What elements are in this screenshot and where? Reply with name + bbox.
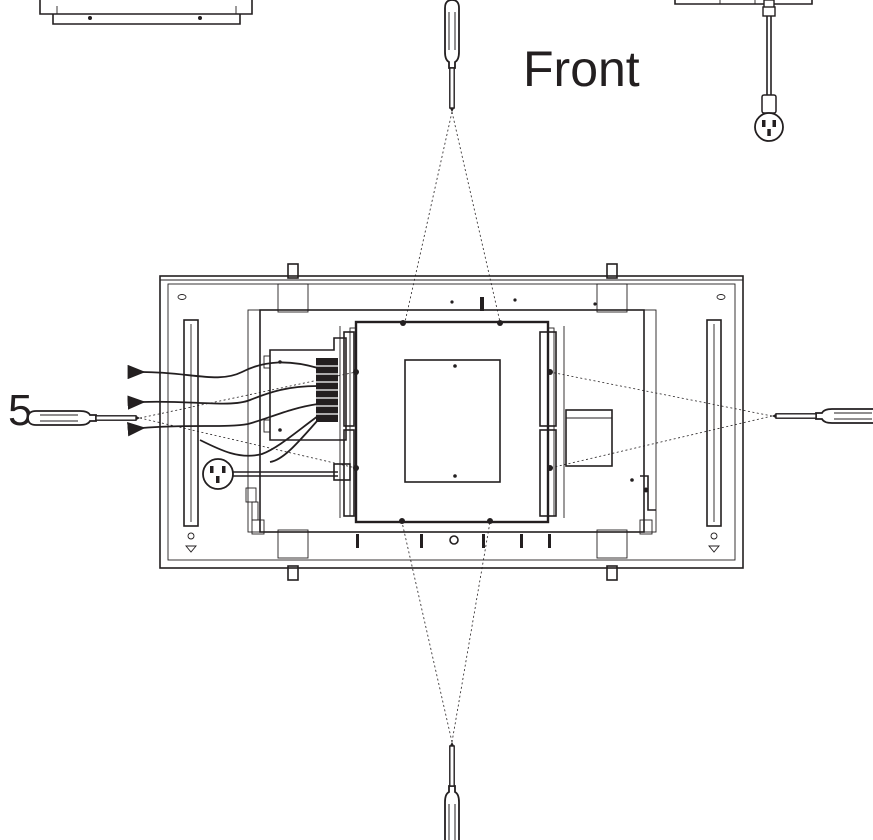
housing-screws	[353, 320, 553, 524]
step-number: 5	[8, 386, 32, 435]
power-socket	[202, 458, 351, 521]
bottom-fittings	[251, 519, 653, 548]
top-fittings	[450, 297, 597, 311]
right-module	[565, 409, 656, 511]
screwdriver-icon	[444, 741, 460, 840]
screwdriver-icon	[444, 0, 460, 113]
power-cord	[674, 0, 813, 142]
side-rails	[177, 294, 726, 553]
screwdriver-icon	[27, 410, 141, 426]
terminal-block	[316, 358, 338, 422]
power-plug-icon	[754, 112, 784, 142]
mounting-brackets	[277, 263, 628, 581]
center-housing	[339, 320, 565, 524]
control-board	[263, 337, 347, 441]
guide-lines	[139, 111, 773, 743]
unit-rear-view	[127, 263, 744, 581]
previous-step-unit-fragment	[39, 0, 253, 25]
screwdriver-icon	[771, 408, 873, 424]
wire-harness	[127, 361, 319, 463]
front-label: Front	[523, 41, 640, 97]
